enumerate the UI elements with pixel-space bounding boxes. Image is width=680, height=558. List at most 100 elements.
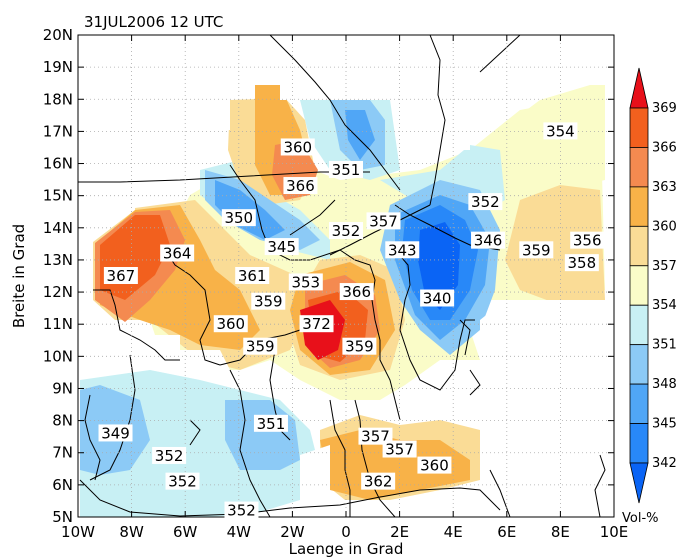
value-label: 362: [361, 472, 396, 491]
value-label-text: 359: [254, 293, 283, 311]
y-axis-ticks: 5N6N7N8N9N10N11N12N13N14N15N16N17N18N19N…: [43, 26, 614, 526]
border-line: [84, 394, 101, 481]
value-label-bg: [103, 267, 138, 284]
border-line: [189, 419, 201, 446]
value-label: 364: [160, 244, 195, 263]
value-label-bg: [98, 424, 133, 442]
value-label-text: 352: [155, 447, 184, 465]
value-label-text: 372: [302, 315, 331, 333]
value-label: 359: [243, 337, 278, 356]
value-label-bg: [160, 244, 195, 262]
no-data-area: [440, 300, 614, 517]
colorbar-label: 360: [652, 219, 677, 234]
no-data-area: [78, 320, 230, 370]
border-line: [354, 399, 396, 517]
value-label: 372: [299, 315, 334, 333]
value-label-bg: [251, 292, 286, 310]
value-label-bg: [224, 501, 259, 519]
value-label-bg: [339, 283, 374, 301]
border-line: [79, 479, 501, 517]
value-label-bg: [329, 160, 363, 178]
value-label-bg: [519, 241, 554, 259]
value-label-text: 359: [246, 338, 275, 356]
field-region: [520, 85, 605, 200]
colorbar-label: 357: [652, 259, 677, 274]
colorbar-label: 342: [652, 456, 677, 471]
border-line: [78, 171, 370, 183]
border-line: [329, 399, 351, 517]
y-tick-label: 9N: [52, 379, 73, 397]
value-label-text: 364: [163, 245, 192, 263]
y-tick-label: 18N: [43, 90, 73, 108]
value-label: 357: [366, 212, 401, 230]
value-label-bg: [329, 222, 363, 240]
y-tick-label: 16N: [43, 155, 73, 173]
value-label-bg: [165, 472, 200, 490]
value-label: 352: [152, 446, 187, 465]
value-label-bg: [385, 241, 420, 259]
colorbar-cap-low: [629, 462, 649, 504]
value-label-text: 354: [546, 122, 575, 140]
border-line: [479, 35, 521, 73]
border-line: [594, 454, 606, 517]
value-label: 351: [253, 414, 288, 433]
no-data-area: [78, 35, 614, 242]
value-label: 358: [564, 254, 599, 272]
x-tick-label: 8E: [551, 523, 570, 541]
value-label-text: 351: [257, 415, 286, 433]
no-data-area: [78, 242, 93, 290]
value-label-text: 366: [342, 283, 371, 301]
border-line: [379, 340, 401, 421]
colorbar-label: 366: [652, 140, 677, 155]
value-label: 357: [382, 440, 417, 459]
value-label-text: 357: [369, 212, 398, 230]
colorbar-swatch: [629, 147, 649, 188]
value-label: 360: [280, 138, 315, 156]
colorbar-label: 348: [652, 377, 677, 392]
value-label-text: 359: [522, 241, 551, 259]
value-label-bg: [570, 231, 605, 249]
no-data-area: [605, 180, 614, 300]
value-label: 359: [519, 241, 554, 259]
border-line: [469, 369, 481, 396]
field-region: [505, 185, 605, 305]
value-label: 349: [98, 424, 133, 442]
value-label: 345: [264, 238, 299, 256]
y-tick-label: 20N: [43, 26, 73, 44]
y-tick-label: 5N: [52, 508, 73, 526]
y-tick-label: 14N: [43, 219, 73, 237]
border-line: [394, 249, 475, 391]
colorbar-swatch: [629, 344, 649, 385]
value-label-bg: [235, 267, 270, 284]
x-tick-label: 2W: [280, 523, 305, 541]
value-label-text: 358: [568, 254, 597, 272]
value-label: 352: [468, 193, 503, 211]
y-tick-label: 15N: [43, 187, 73, 205]
x-tick-label: 0: [341, 523, 351, 541]
border-line: [289, 199, 336, 236]
value-label-bg: [243, 337, 278, 355]
border-line: [429, 35, 446, 206]
border-line: [93, 289, 180, 361]
value-label: 346: [471, 231, 506, 250]
value-label-bg: [358, 427, 393, 445]
value-label-text: 360: [216, 315, 245, 333]
x-tick-label: 2E: [390, 523, 409, 541]
value-label-bg: [264, 238, 299, 256]
y-tick-label: 11N: [43, 315, 73, 333]
value-label-bg: [417, 456, 452, 474]
y-tick-label: 19N: [43, 58, 73, 76]
colorbar-swatch: [629, 423, 649, 464]
value-label: 343: [385, 241, 420, 259]
y-tick-label: 13N: [43, 251, 73, 269]
value-label: 352: [329, 222, 363, 240]
value-label: 366: [339, 283, 374, 301]
y-tick-label: 7N: [52, 444, 73, 462]
value-label: 353: [288, 273, 323, 291]
value-label-bg: [288, 273, 323, 291]
value-label-text: 350: [224, 209, 253, 227]
value-label-bg: [253, 414, 288, 432]
value-label-bg: [420, 289, 455, 307]
value-label-bg: [283, 177, 318, 195]
x-tick-label: 4W: [227, 523, 252, 541]
